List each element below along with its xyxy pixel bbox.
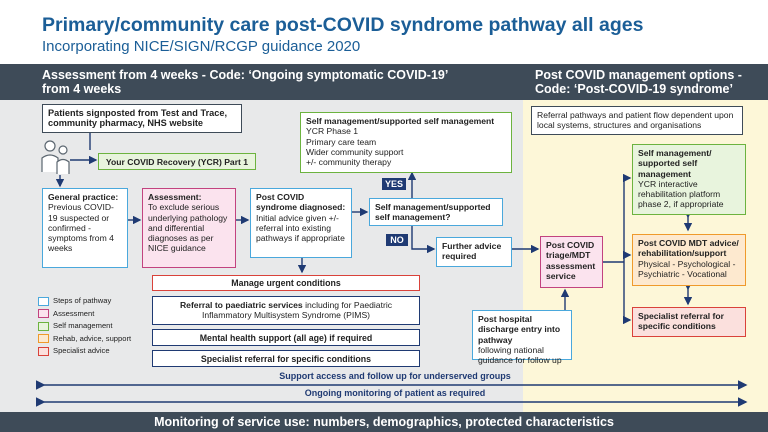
arrow-no [411,226,436,254]
self-management-item: YCR Phase 1 [306,126,359,137]
legend-label: Assessment [53,308,95,318]
bottom-bar: Monitoring of service use: numbers, demo… [0,412,768,432]
monitoring-band-text: Ongoing monitoring of patient as require… [304,388,486,398]
right-self-management-body: YCR interactive rehabilitation platform … [638,178,724,210]
management-header: Post COVID management options - Code: ‘P… [523,64,768,100]
assessment-box: Assessment: To exclude serious underlyin… [142,188,236,268]
referral-note-box: Referral pathways and patient flow depen… [531,106,743,135]
people-icon [41,140,70,174]
self-management-title: Self management/supported self managemen… [306,116,495,126]
management-header-line2: Code: ‘Post-COVID-19 syndrome’ [535,82,733,96]
diagnosed-box: Post COVID syndrome diagnosed: Initial a… [250,188,352,258]
page-subtitle: Incorporating NICE/SIGN/RCGP guidance 20… [42,38,361,55]
mdt-body: Physical - Psychological - Psychiatric -… [638,258,736,279]
assessment-body: To exclude serious underlying pathology … [148,202,228,254]
post-hospital-title: Post hospital discharge entry into pathw… [478,314,561,345]
assessment-title: Assessment: [148,192,202,202]
legend-item: Self management [38,321,148,331]
paediatric-rest: including for Paediatric Inflammatory Mu… [201,300,393,321]
legend-label: Specialist advice [53,346,110,355]
assessment-header-line1: Assessment from 4 weeks - Code: ‘Ongoing… [42,68,449,82]
post-hospital-box: Post hospital discharge entry into pathw… [472,310,572,365]
mental-health-box: Mental health support (all age) if requi… [152,329,420,346]
legend-label: Rehab, advice, support [53,333,132,343]
further-advice-box: Further advice required [436,237,512,267]
yes-label: YES [382,178,406,190]
support-band-text: Support access and follow up for underse… [279,371,511,381]
right-specialist-box: Specialist referral for specific conditi… [632,307,746,337]
legend-swatch [38,296,49,306]
self-management-box: Self management/supported self managemen… [300,112,512,173]
management-header-line1: Post COVID management options - [535,68,742,82]
general-practice-title: General practice: [48,192,119,202]
post-hospital-body: following national guidance for follow u… [478,344,562,366]
legend-swatch [38,346,49,356]
legend-item: Assessment [38,308,148,318]
triage-box: Post COVID triage/MDT assessment service [540,236,603,288]
self-management-item: Wider community support [306,146,404,157]
page-title: Primary/community care post-COVID syndro… [42,14,644,36]
legend-swatch [38,309,49,318]
ycr-part1-box: Your COVID Recovery (YCR) Part 1 [98,153,256,170]
specialist-centre-box: Specialist referral for specific conditi… [152,350,420,367]
legend-swatch [38,334,49,343]
legend-swatch [38,321,49,331]
mdt-title: Post COVID MDT advice/ rehabilitation/su… [638,238,739,259]
signposted-box: Patients signposted from Test and Trace,… [42,104,242,133]
general-practice-body: Previous COVID-19 suspected or confirmed… [48,202,114,254]
diagnosed-body: Initial advice given +/- referral into e… [256,212,345,244]
self-management-question-box: Self management/supported self managemen… [369,198,503,226]
legend-label: Steps of pathway [53,296,112,305]
legend-item: Steps of pathway [38,296,148,306]
mdt-box: Post COVID MDT advice/ rehabilitation/su… [632,234,746,286]
legend-item: Specialist advice [38,346,148,356]
right-self-management-box: Self management/ supported self manageme… [632,144,746,215]
no-label: NO [386,234,408,246]
legend-label: Self management [53,321,113,330]
legend-item: Rehab, advice, support [38,333,148,343]
right-self-management-title: Self management/ supported self manageme… [638,148,712,179]
assessment-header-line2: from 4 weeks [42,82,122,96]
paediatric-bold: Referral to paediatric services [179,300,303,310]
self-management-item: +/- community therapy [306,157,392,168]
paediatric-box: Referral to paediatric services includin… [152,296,420,325]
self-management-item: Primary care team [306,136,377,147]
legend: Steps of pathway Assessment Self managem… [38,296,148,356]
general-practice-box: General practice: Previous COVID-19 susp… [42,188,128,268]
assessment-header: Assessment from 4 weeks - Code: ‘Ongoing… [0,64,523,100]
urgent-conditions-box: Manage urgent conditions [152,275,420,291]
diagnosed-title: Post COVID syndrome diagnosed: [256,192,346,213]
